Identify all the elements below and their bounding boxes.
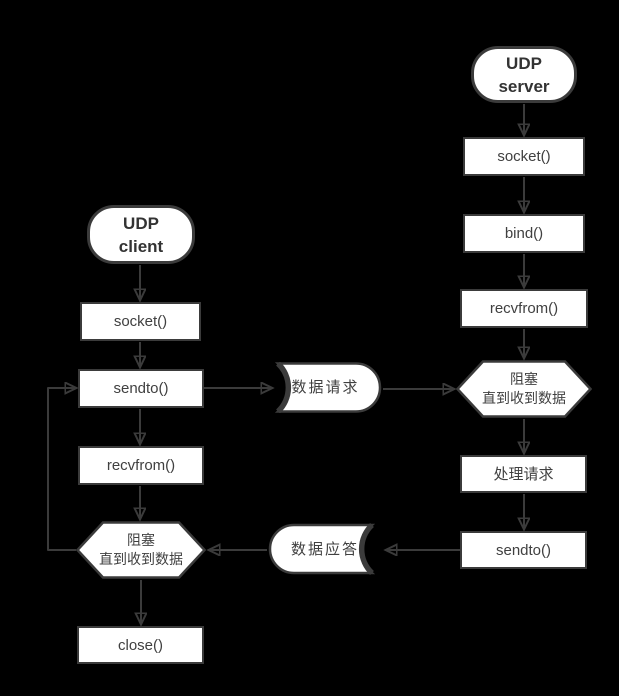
hexagon-shape — [456, 360, 592, 418]
node-server-sendto: sendto() — [460, 531, 587, 569]
node-client-socket: socket() — [80, 302, 201, 341]
client-block-label: 阻塞 直到收到数据 — [99, 532, 183, 567]
node-message-request: 数据请求 — [268, 362, 383, 413]
cylinder-left-shape — [268, 523, 376, 575]
hexagon-shape — [76, 521, 206, 579]
reply-label: 数据应答 — [290, 540, 359, 558]
server-block-label: 阻塞 直到收到数据 — [482, 371, 566, 406]
node-client-sendto: sendto() — [78, 369, 204, 408]
node-server-block-hexagon: 阻塞 直到收到数据 — [456, 360, 592, 418]
request-label: 数据请求 — [291, 379, 360, 396]
node-client-recvfrom: recvfrom() — [78, 446, 204, 485]
node-server-process: 处理请求 — [460, 455, 587, 493]
node-server-recvfrom: recvfrom() — [460, 289, 588, 328]
node-client-block-hexagon: 阻塞 直到收到数据 — [76, 521, 206, 579]
connector-client-block-loop-sendto — [47, 388, 76, 551]
node-server-socket: socket() — [463, 137, 585, 176]
node-message-reply: 数据应答 — [268, 523, 382, 575]
node-server-terminal: UDP server — [471, 46, 577, 103]
node-client-close: close() — [77, 626, 204, 664]
cylinder-right-shape — [274, 362, 382, 413]
node-client-terminal: UDP client — [87, 205, 195, 264]
node-server-bind: bind() — [463, 214, 585, 253]
